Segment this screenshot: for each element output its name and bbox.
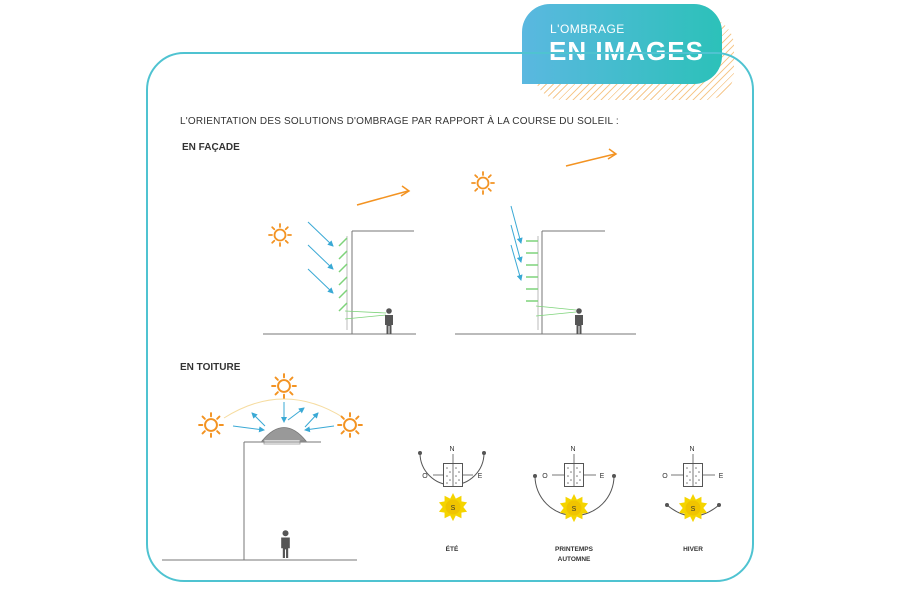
west-label: O (422, 473, 428, 480)
south-label: S (451, 505, 456, 512)
sun-path-arrow (356, 190, 409, 206)
season-label-line: AUTOMNE (557, 556, 591, 563)
sun-icon (198, 412, 224, 438)
season-label-winter: HIVER (648, 545, 738, 555)
person-icon (281, 530, 290, 558)
badge-subtitle: L'OMBRAGE (550, 22, 625, 36)
season-summer-compass: N O E S (418, 446, 486, 522)
facade-inclined-louvres-diagram (263, 185, 416, 335)
north-label: N (449, 446, 454, 453)
intro-text: L'ORIENTATION DES SOLUTIONS D'OMBRAGE PA… (180, 116, 619, 127)
badge-title: EN IMAGES (549, 36, 704, 66)
east-label: E (719, 473, 724, 480)
south-label: S (691, 506, 696, 513)
person-icon (575, 308, 583, 334)
season-label-line: PRINTEMPS (555, 546, 593, 553)
sun-path-arrow (565, 153, 616, 167)
season-spring-autumn-compass: N O E S (533, 446, 616, 523)
season-label-spring-autumn: PRINTEMPS AUTOMNE (529, 545, 619, 565)
facade-horizontal-louvres-diagram (455, 148, 636, 335)
east-label: E (478, 473, 483, 480)
north-label: N (570, 446, 575, 453)
south-label: S (572, 506, 577, 513)
west-label: O (662, 473, 668, 480)
sun-icon (337, 412, 363, 438)
section-facade-title: EN FAÇADE (182, 142, 240, 153)
person-icon (385, 308, 393, 334)
roof-skylight-diagram (162, 373, 363, 561)
season-winter-compass: N O E S (662, 446, 724, 523)
east-label: E (600, 473, 605, 480)
sun-icon (268, 223, 292, 247)
season-label-line: ÉTÉ (445, 546, 459, 553)
north-label: N (689, 446, 694, 453)
title-badge (522, 4, 722, 84)
section-roof-title: EN TOITURE (180, 362, 241, 373)
season-label-line: HIVER (683, 546, 703, 553)
content-frame (146, 52, 754, 582)
sun-icon (471, 171, 495, 195)
west-label: O (542, 473, 548, 480)
sun-icon (271, 373, 297, 399)
season-label-summer: ÉTÉ (407, 545, 497, 555)
